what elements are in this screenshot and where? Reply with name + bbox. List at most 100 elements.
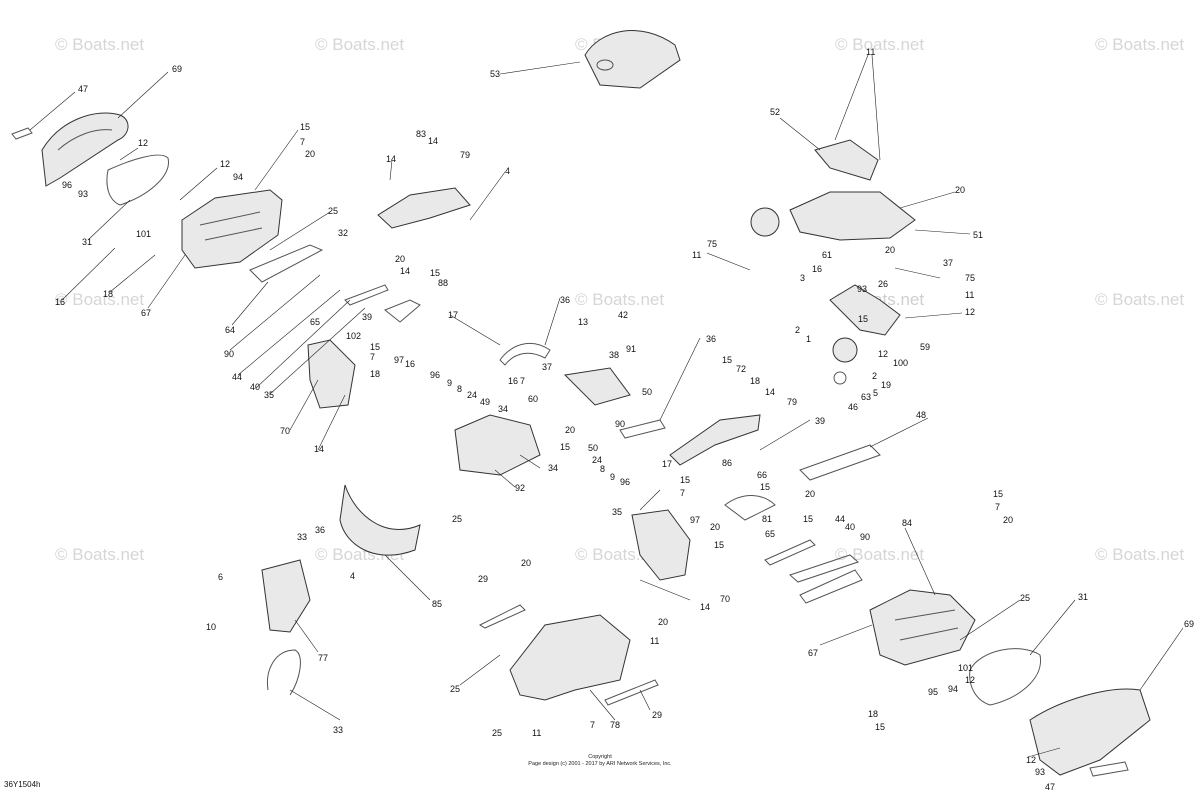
callout-7: 7 bbox=[370, 352, 375, 362]
callout-66: 66 bbox=[757, 470, 767, 480]
callout-65: 65 bbox=[765, 529, 775, 539]
callout-7: 7 bbox=[520, 376, 525, 386]
callout-96: 96 bbox=[620, 477, 630, 487]
part-31-seal bbox=[969, 648, 1041, 706]
callout-15: 15 bbox=[760, 482, 770, 492]
callout-17: 17 bbox=[662, 459, 672, 469]
callout-12: 12 bbox=[878, 349, 888, 359]
callout-11: 11 bbox=[650, 636, 659, 646]
part-79-trim bbox=[669, 414, 761, 466]
callout-labels: 47 69 12 96 93 31 12 94 101 16 18 67 15 … bbox=[55, 47, 1194, 792]
callout-59: 59 bbox=[920, 342, 930, 352]
callout-94: 94 bbox=[233, 172, 243, 182]
callout-75: 75 bbox=[707, 239, 717, 249]
callout-20: 20 bbox=[521, 558, 531, 568]
callout-93: 93 bbox=[1035, 767, 1045, 777]
callout-24: 24 bbox=[592, 455, 602, 465]
part-53-hatch bbox=[584, 30, 681, 89]
callout-15: 15 bbox=[560, 442, 570, 452]
callout-53: 53 bbox=[490, 69, 500, 79]
part-87-tub bbox=[869, 589, 976, 666]
callout-97: 97 bbox=[394, 355, 404, 365]
callout-18: 18 bbox=[868, 709, 878, 719]
callout-81: 81 bbox=[762, 514, 772, 524]
callout-92: 92 bbox=[515, 483, 525, 493]
callout-20: 20 bbox=[305, 149, 315, 159]
callout-20: 20 bbox=[710, 522, 720, 532]
callout-20: 20 bbox=[658, 617, 668, 627]
callout-9: 9 bbox=[447, 378, 452, 388]
callout-90: 90 bbox=[860, 532, 870, 542]
callout-101: 101 bbox=[958, 663, 973, 673]
callout-14: 14 bbox=[314, 444, 324, 454]
callout-50: 50 bbox=[642, 387, 652, 397]
callout-47: 47 bbox=[78, 84, 88, 94]
callout-1: 1 bbox=[806, 334, 811, 344]
callout-15: 15 bbox=[430, 268, 440, 278]
callout-52: 52 bbox=[770, 107, 780, 117]
watermark: © Boats.net bbox=[55, 290, 144, 309]
part-33-cable bbox=[266, 649, 301, 696]
callout-97: 97 bbox=[690, 515, 700, 525]
callout-61: 61 bbox=[822, 250, 832, 260]
callout-49: 49 bbox=[480, 397, 490, 407]
part-92-deck bbox=[454, 414, 541, 476]
callout-35: 35 bbox=[264, 390, 274, 400]
watermark: © Boats.net bbox=[315, 35, 404, 54]
callout-37: 37 bbox=[542, 362, 552, 372]
part-52-bracket bbox=[814, 139, 879, 181]
callout-69: 69 bbox=[1184, 619, 1194, 629]
part-91-plate bbox=[563, 367, 631, 406]
callout-101: 101 bbox=[136, 229, 151, 239]
part-steering-assembly bbox=[829, 284, 901, 336]
callout-33: 33 bbox=[333, 725, 343, 735]
callout-34: 34 bbox=[498, 404, 508, 414]
callout-16: 16 bbox=[508, 376, 518, 386]
part-85-panel bbox=[339, 484, 421, 556]
callout-15: 15 bbox=[370, 342, 380, 352]
callout-15: 15 bbox=[993, 489, 1003, 499]
callout-18: 18 bbox=[103, 289, 113, 299]
callout-12: 12 bbox=[965, 307, 975, 317]
callout-100: 100 bbox=[893, 358, 908, 368]
callout-96: 96 bbox=[62, 180, 72, 190]
callout-86: 86 bbox=[722, 458, 732, 468]
callout-14: 14 bbox=[765, 387, 775, 397]
callout-36: 36 bbox=[560, 295, 570, 305]
callout-5: 5 bbox=[873, 388, 878, 398]
callout-8: 8 bbox=[600, 464, 605, 474]
callout-12: 12 bbox=[138, 138, 148, 148]
part-69-lid bbox=[1029, 688, 1151, 776]
callout-44: 44 bbox=[232, 372, 242, 382]
callout-19: 19 bbox=[881, 380, 891, 390]
callout-14: 14 bbox=[428, 136, 438, 146]
callout-16: 16 bbox=[55, 297, 65, 307]
callout-25: 25 bbox=[1020, 593, 1030, 603]
part-64-trim bbox=[249, 244, 324, 283]
callout-15: 15 bbox=[680, 475, 690, 485]
callout-70: 70 bbox=[720, 594, 730, 604]
callout-8: 8 bbox=[457, 384, 462, 394]
callout-10: 10 bbox=[206, 622, 216, 632]
callout-18: 18 bbox=[370, 369, 380, 379]
callout-91: 91 bbox=[626, 344, 636, 354]
callout-20: 20 bbox=[885, 245, 895, 255]
callout-40: 40 bbox=[845, 522, 855, 532]
callout-14: 14 bbox=[700, 602, 710, 612]
callout-94: 94 bbox=[948, 684, 958, 694]
callout-25: 25 bbox=[450, 684, 460, 694]
callout-20: 20 bbox=[565, 425, 575, 435]
callout-85: 85 bbox=[432, 599, 442, 609]
copyright-note: Copyright Page design (c) 2001 - 2017 by… bbox=[520, 754, 680, 768]
callout-11: 11 bbox=[866, 47, 875, 57]
callout-36: 36 bbox=[706, 334, 716, 344]
callout-7: 7 bbox=[680, 488, 685, 498]
callout-12: 12 bbox=[220, 159, 230, 169]
callout-2: 2 bbox=[795, 325, 800, 335]
part-51-frame bbox=[789, 191, 916, 241]
callout-93: 93 bbox=[78, 189, 88, 199]
watermark: © Boats.net bbox=[835, 545, 924, 564]
callout-9: 9 bbox=[610, 472, 615, 482]
callout-29: 29 bbox=[478, 574, 488, 584]
callout-12: 12 bbox=[1026, 755, 1036, 765]
